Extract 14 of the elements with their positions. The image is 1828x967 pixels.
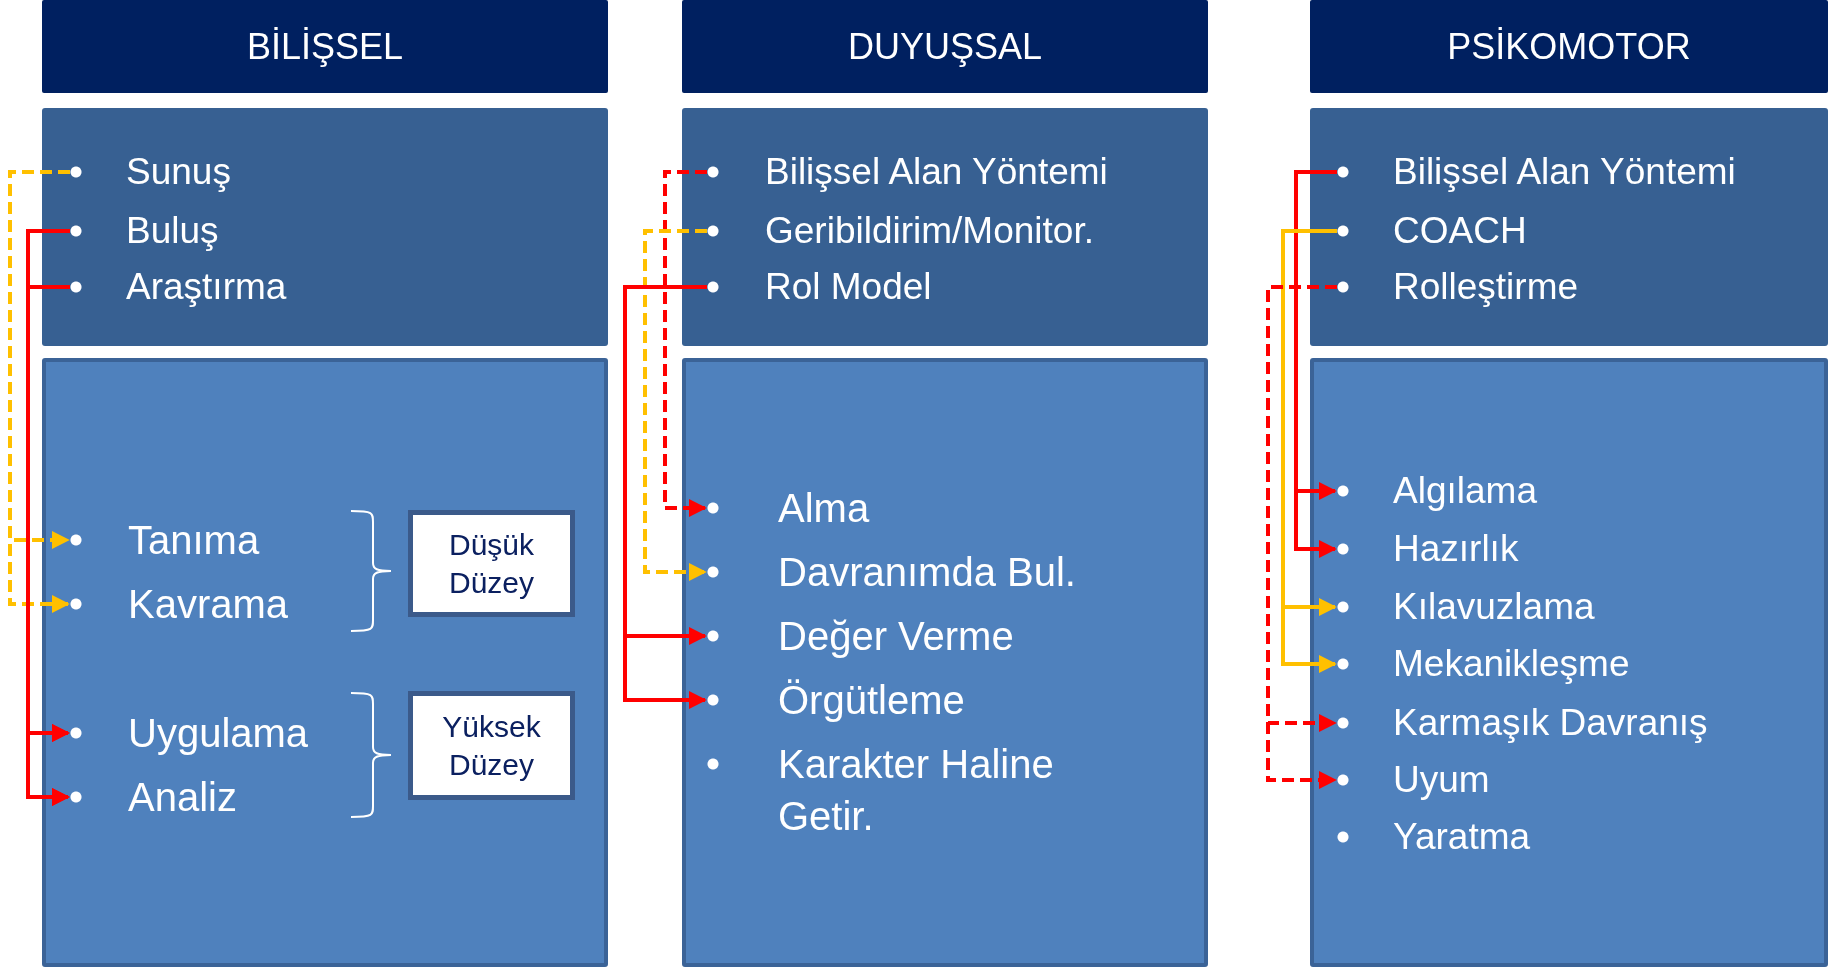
level-tag: Yüksek Düzey (408, 691, 575, 800)
level-panel (42, 358, 608, 967)
level-panel (1310, 358, 1828, 967)
level-panel (682, 358, 1208, 967)
arrow (643, 229, 707, 581)
method-panel (42, 108, 608, 346)
column-header: BİLİŞSEL (42, 0, 608, 93)
arrow (663, 170, 707, 517)
level-tag: Düşük Düzey (408, 510, 575, 617)
column-header: PSİKOMOTOR (1310, 0, 1828, 93)
method-panel (682, 108, 1208, 346)
column-header: DUYUŞSAL (682, 0, 1208, 93)
arrow (623, 285, 707, 709)
method-panel (1310, 108, 1828, 346)
